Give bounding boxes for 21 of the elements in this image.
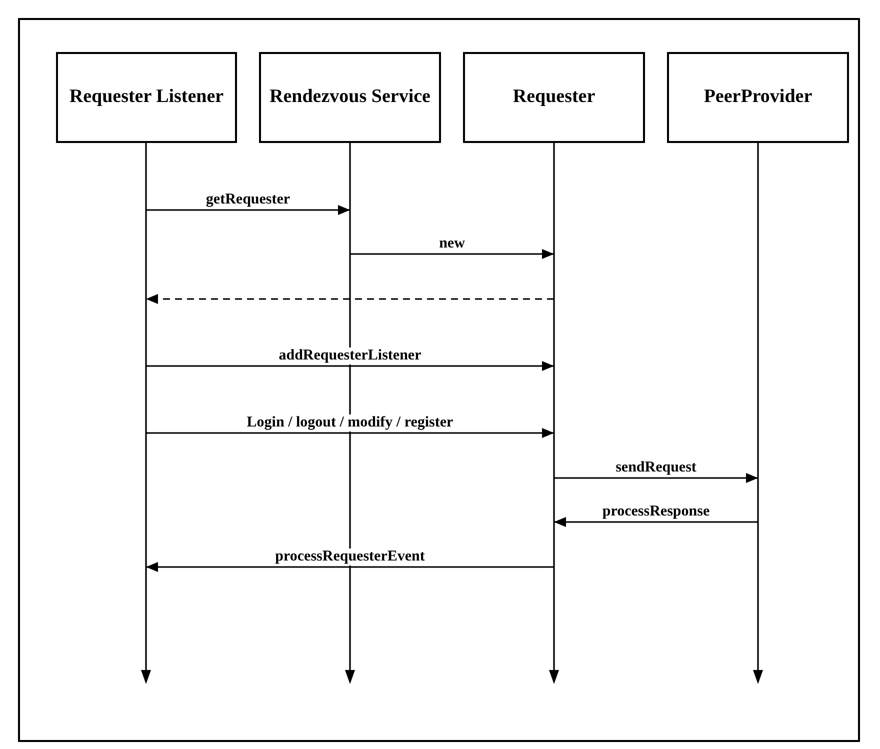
message-label: sendRequest	[614, 460, 698, 476]
participant-box: PeerProvider	[667, 52, 849, 143]
message-arrow	[350, 249, 554, 259]
message-arrow	[554, 473, 758, 483]
message-arrow	[146, 205, 350, 215]
participant-box: Requester Listener	[56, 52, 237, 143]
message-label: processRequesterEvent	[273, 548, 427, 565]
lifeline	[141, 143, 151, 684]
message-label: Login / logout / modify / register	[244, 414, 456, 431]
message-label: addRequesterListener	[276, 348, 424, 364]
participant-box: Rendezvous Service	[259, 52, 441, 143]
return-arrow	[146, 294, 554, 304]
participant-box: Requester	[463, 52, 645, 143]
message-label: processResponse	[600, 504, 712, 520]
message-arrow	[146, 562, 554, 572]
message-arrow	[554, 517, 758, 527]
message-label: getRequester	[204, 192, 292, 208]
message-arrow	[146, 428, 554, 438]
lifeline	[753, 143, 763, 684]
message-arrow	[146, 361, 554, 371]
lifeline	[549, 143, 559, 684]
